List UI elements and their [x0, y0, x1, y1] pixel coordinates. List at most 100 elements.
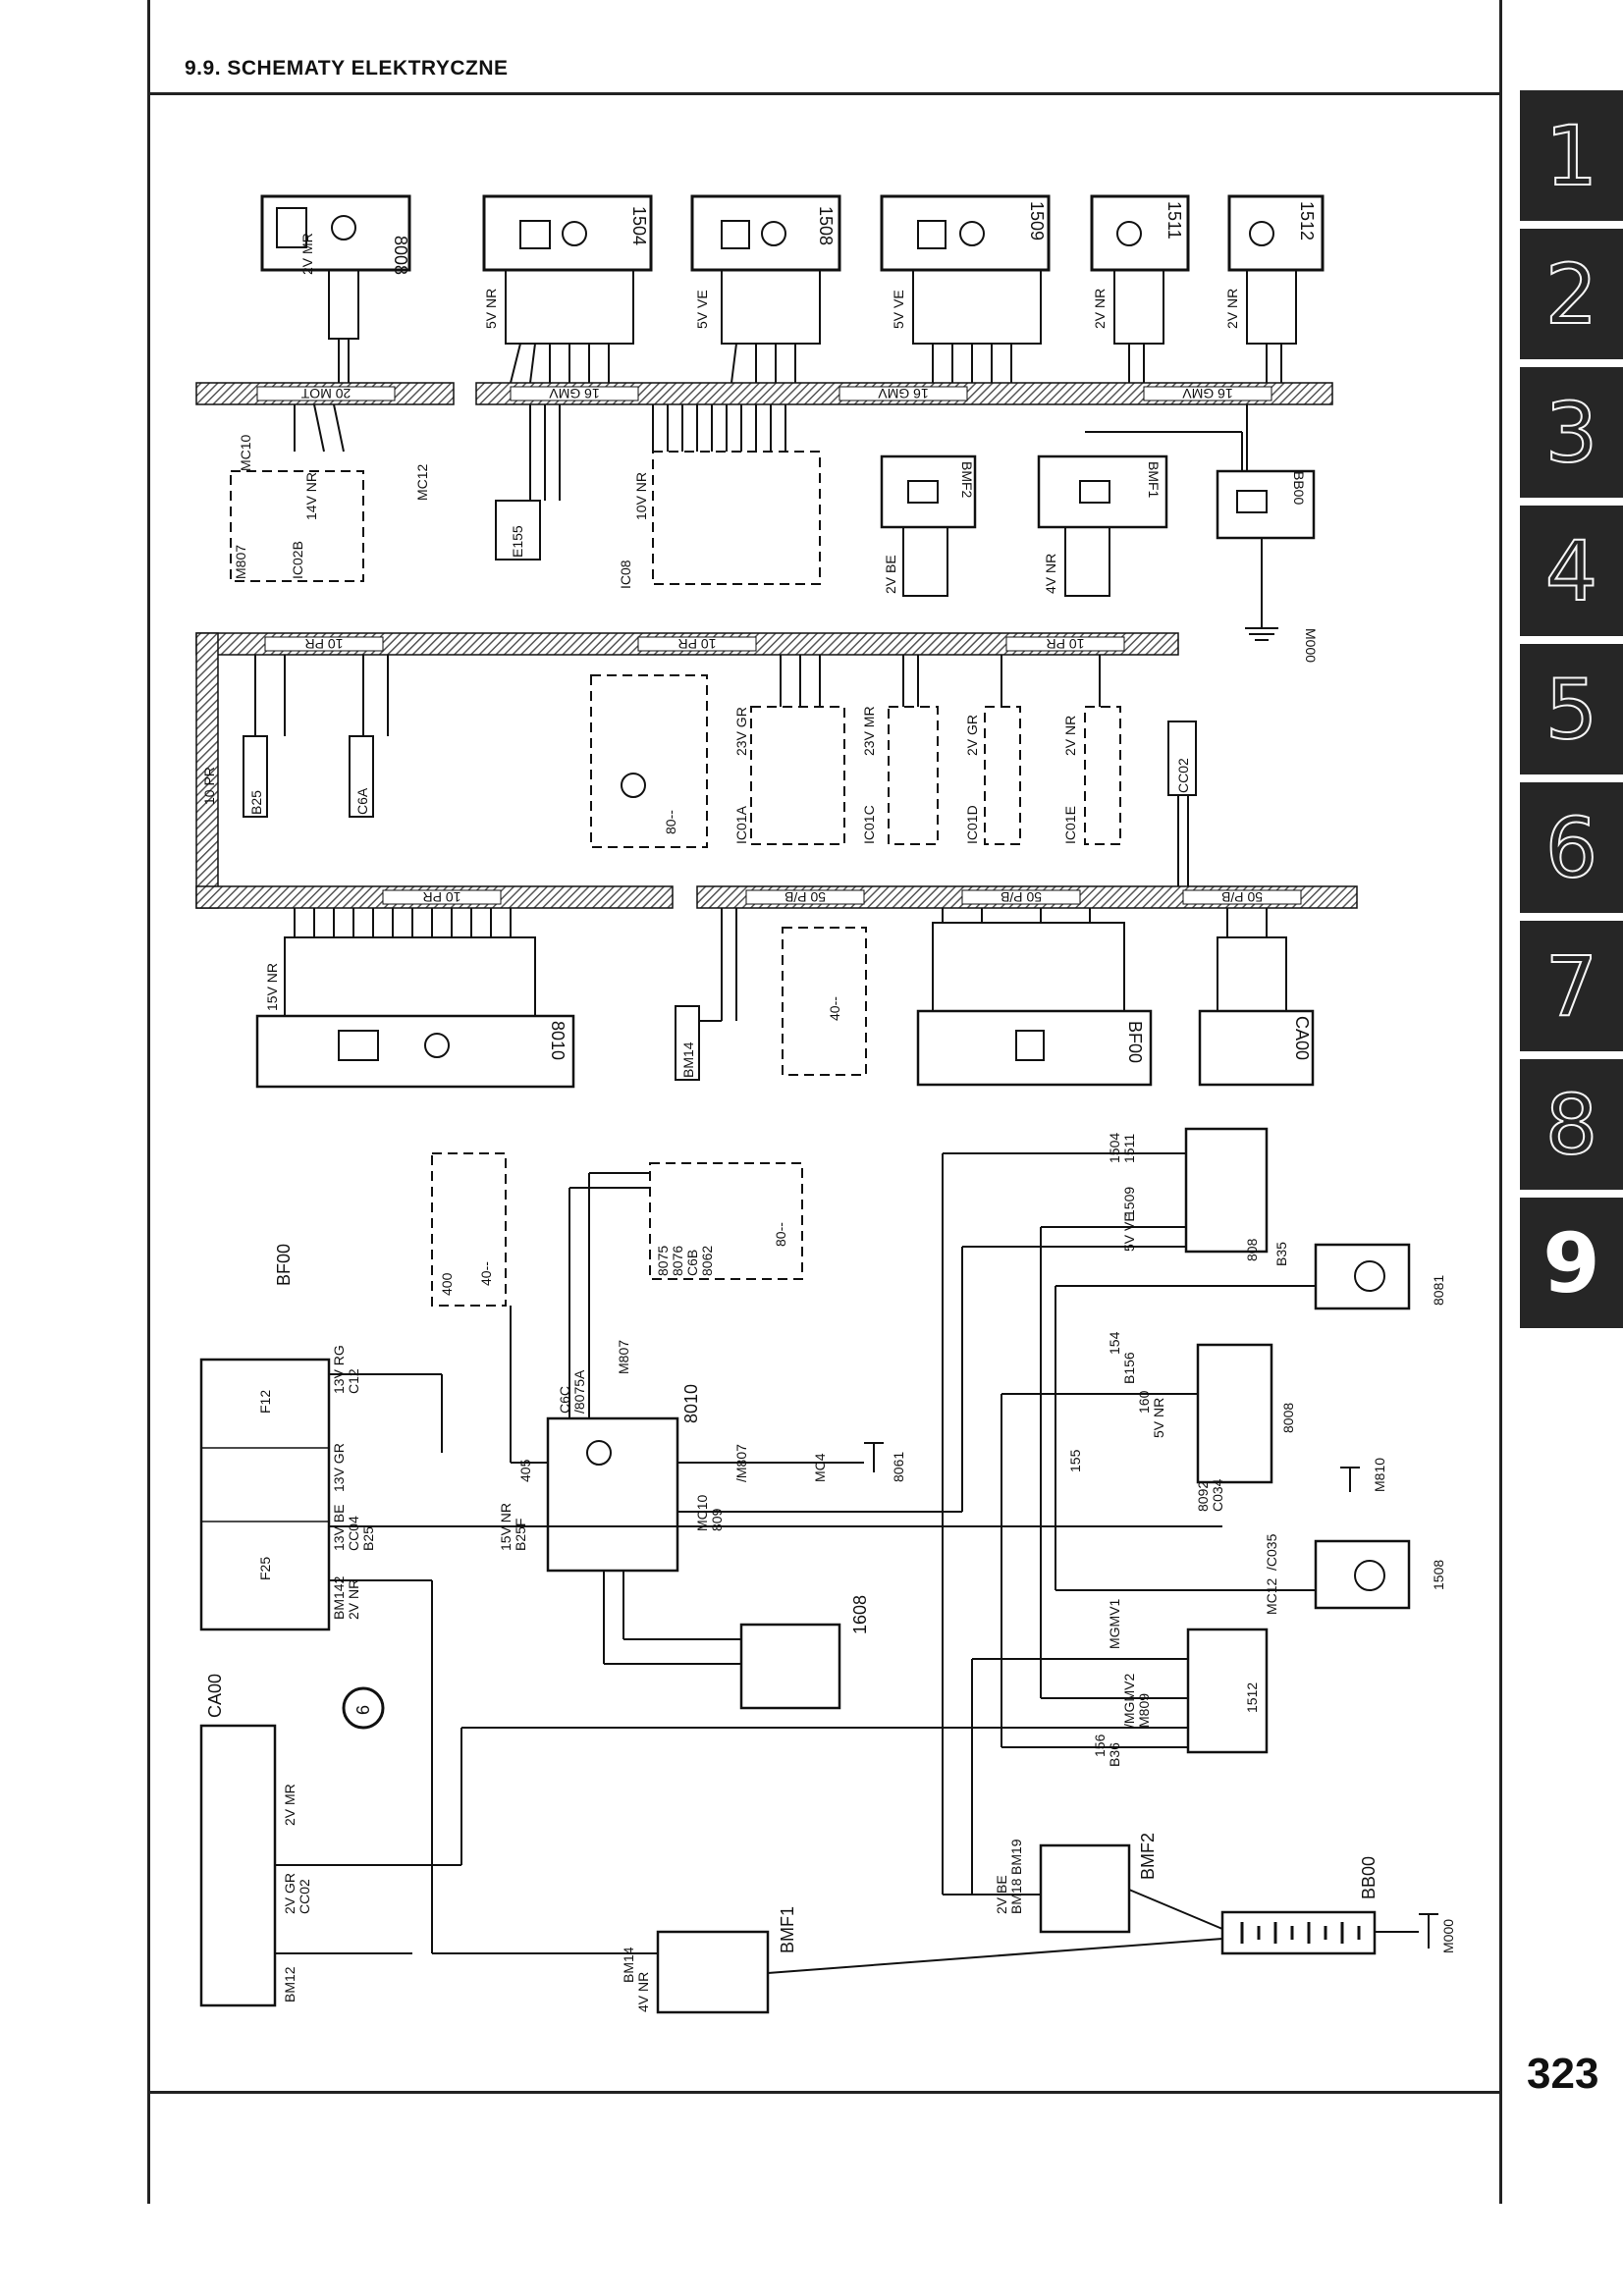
svg-text:BB00: BB00 [1359, 1856, 1379, 1899]
svg-text:BM19: BM19 [1008, 1839, 1024, 1875]
svg-text:C12: C12 [346, 1368, 361, 1394]
svg-text:23V MR: 23V MR [861, 706, 877, 756]
relay-1508 [1184, 1127, 1269, 1254]
relay-1504 [1196, 1343, 1273, 1484]
component-8010-lower [546, 1416, 679, 1573]
svg-text:80--: 80-- [663, 810, 678, 834]
svg-text:/M807: /M807 [733, 1444, 749, 1482]
svg-text:40--: 40-- [478, 1261, 494, 1286]
upper-diagram: 8008 2V MR 1504 5V NR 1508 5V VE 1509 [195, 194, 1358, 1089]
svg-text:6: 6 [353, 1705, 373, 1715]
chapter-tab-9[interactable]: 9 [1520, 1198, 1623, 1328]
chapter-tab-4[interactable]: 4 [1520, 506, 1623, 636]
svg-text:MGMV1: MGMV1 [1107, 1598, 1122, 1649]
component-8008-id: 8008 [391, 236, 410, 275]
chapter-tab-2[interactable]: 2 [1520, 229, 1623, 359]
svg-text:/C035: /C035 [1264, 1533, 1279, 1571]
bmf1-id: BMF1 [1146, 461, 1162, 499]
component-1512-id: 1512 [1297, 201, 1317, 240]
callout-6 [342, 1686, 385, 1730]
footer-rule [147, 2091, 1502, 2094]
svg-text:2V GR: 2V GR [282, 1873, 298, 1914]
svg-text:15V NR: 15V NR [498, 1503, 514, 1551]
svg-text:BM142: BM142 [331, 1575, 347, 1620]
bus-16-gmv-label-3: 16 GMV [1182, 386, 1233, 401]
svg-text:2V NR: 2V NR [346, 1579, 361, 1620]
svg-text:CC04: CC04 [346, 1516, 361, 1551]
component-1508: 1508 5V VE [690, 194, 841, 345]
svg-text:B25F: B25F [513, 1519, 528, 1551]
svg-text:10 PR: 10 PR [201, 767, 217, 805]
svg-text:BM18: BM18 [1008, 1878, 1024, 1914]
connector-ec01n [1167, 721, 1197, 796]
svg-text:1608: 1608 [850, 1595, 870, 1634]
component-1508-pin-label: 5V VE [694, 290, 710, 329]
component-1509-id: 1509 [1027, 201, 1047, 240]
svg-text:8092: 8092 [1195, 1481, 1211, 1512]
svg-text:IC01A: IC01A [733, 805, 749, 844]
svg-text:809: 809 [709, 1508, 725, 1531]
svg-text:8081: 8081 [1431, 1275, 1446, 1306]
connector-ic08-label: 10V NR [633, 472, 649, 520]
component-1504: 1504 5V NR [482, 194, 653, 345]
motor-1511 [1314, 1539, 1411, 1610]
chapter-tab-7[interactable]: 7 [1520, 921, 1623, 1051]
svg-text:C6C: C6C [557, 1386, 572, 1414]
svg-text:2V NR: 2V NR [1062, 716, 1078, 756]
component-1512: 1512 2V NR [1224, 194, 1325, 345]
chapter-tab-8[interactable]: 8 [1520, 1059, 1623, 1190]
chapter-tab-1[interactable]: 1 [1520, 90, 1623, 221]
svg-text:156: 156 [1092, 1734, 1108, 1757]
component-1504-pin-label: 5V NR [483, 289, 499, 329]
svg-text:CC02: CC02 [1175, 758, 1191, 793]
chapter-tab-3[interactable]: 3 [1520, 367, 1623, 498]
svg-text:80--: 80-- [773, 1222, 788, 1247]
svg-text:10 PR: 10 PR [423, 889, 461, 905]
svg-text:M809: M809 [1136, 1693, 1152, 1728]
svg-text:1511: 1511 [1121, 1134, 1137, 1163]
connector-ic01e [1084, 706, 1121, 845]
component-1511-pin-label: 2V NR [1092, 289, 1108, 329]
connector-ic02b-label: 14V NR [303, 472, 319, 520]
svg-text:13V GR: 13V GR [331, 1443, 347, 1492]
svg-text:IC01C: IC01C [861, 805, 877, 844]
bus-16-gmv-label-1: 16 GMV [549, 386, 600, 401]
svg-text:8061: 8061 [891, 1452, 906, 1482]
svg-text:B35: B35 [1273, 1242, 1289, 1266]
motor-1512 [1314, 1243, 1411, 1310]
component-1511-id: 1511 [1164, 201, 1184, 240]
component-8008: 8008 2V MR [260, 194, 411, 340]
svg-text:8008: 8008 [1280, 1403, 1296, 1433]
component-1509-pin-label: 5V VE [891, 290, 906, 329]
svg-text:8010: 8010 [548, 1021, 568, 1060]
svg-text:50 P/B: 50 P/B [784, 889, 826, 905]
svg-text:23V GR: 23V GR [733, 707, 749, 756]
svg-text:2V GR: 2V GR [964, 715, 980, 756]
svg-text:13V BE: 13V BE [331, 1505, 347, 1551]
svg-text:IC01E: IC01E [1062, 806, 1078, 844]
connector-ic01a [750, 706, 845, 845]
ground-mc10: MC10 [238, 434, 253, 471]
component-bmf2-lower [1039, 1843, 1131, 1934]
svg-text:B25: B25 [360, 1526, 376, 1551]
svg-text:F25: F25 [257, 1557, 273, 1580]
bmf2-label: 2V BE [883, 555, 898, 594]
svg-text:BM14: BM14 [680, 1041, 696, 1078]
misc-m807: M807 [233, 545, 248, 579]
component-ca00 [199, 1724, 277, 2007]
chapter-tab-5[interactable]: 5 [1520, 644, 1623, 774]
svg-text:M807: M807 [616, 1340, 631, 1374]
chapter-tab-6[interactable]: 6 [1520, 782, 1623, 913]
component-1509: 1509 5V VE [880, 194, 1051, 345]
component-1512-pin-label: 2V NR [1224, 289, 1240, 329]
svg-text:40--: 40-- [827, 996, 842, 1021]
svg-text:400: 400 [439, 1272, 455, 1296]
connector-ec01l [349, 735, 374, 818]
lower-diagram: BF00 F12 F25 CA00 6 BMF1 BMF2 BB00 M000 … [199, 1127, 1456, 2014]
svg-text:MC10: MC10 [694, 1494, 710, 1531]
svg-text:50 P/B: 50 P/B [1001, 889, 1042, 905]
svg-text:13V RG: 13V RG [331, 1345, 347, 1394]
connector-eb01n [675, 1005, 700, 1081]
component-bf00 [199, 1358, 331, 1631]
